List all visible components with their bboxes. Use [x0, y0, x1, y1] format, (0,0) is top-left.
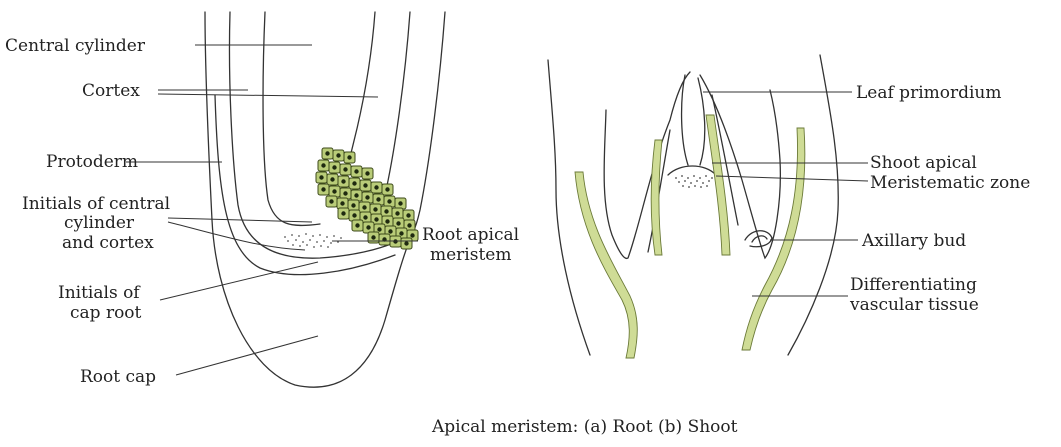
root-central-right-line — [345, 12, 375, 175]
meristem-cell-nucleus — [399, 231, 403, 235]
meristem-cell-nucleus — [377, 227, 381, 231]
meristem-cell-nucleus — [354, 169, 358, 173]
shoot-right-leaf — [700, 75, 780, 258]
label-root-apical-1: Root apical — [422, 225, 519, 245]
shoot-meristem-stipple — [675, 175, 713, 188]
meristem-cell-nucleus — [373, 207, 377, 211]
meristem-cell-nucleus — [340, 201, 344, 205]
meristem-cell-nucleus — [387, 199, 391, 203]
vascular-strand-right-inner — [706, 115, 730, 255]
root-cell-cluster — [316, 148, 418, 249]
meristem-cell-nucleus — [351, 203, 355, 207]
label-axillary-bud: Axillary bud — [861, 231, 966, 251]
meristem-cell-nucleus — [365, 195, 369, 199]
meristem-cell-nucleus — [388, 229, 392, 233]
label-root-apical-2: meristem — [430, 245, 511, 265]
shoot-leaf-primordium — [682, 75, 705, 165]
meristem-cell-nucleus — [410, 233, 414, 237]
label-initials-central-1: Initials of central — [22, 194, 170, 214]
vascular-strand-left-outer — [575, 172, 637, 358]
meristem-cell-nucleus — [398, 201, 402, 205]
label-initials-central-3: and cortex — [62, 233, 154, 253]
meristem-cell-nucleus — [354, 193, 358, 197]
root-central-left-line — [263, 12, 320, 225]
meristem-cell-nucleus — [376, 197, 380, 201]
label-cortex: Cortex — [82, 81, 140, 101]
leader-cortex-2 — [158, 94, 378, 97]
meristem-cell-nucleus — [406, 213, 410, 217]
shoot-apex-dome — [668, 166, 716, 175]
meristem-cell-nucleus — [385, 219, 389, 223]
leader-meristematic-zone — [716, 176, 868, 181]
root-cortex-right-line — [385, 12, 410, 195]
meristem-cell-nucleus — [325, 151, 329, 155]
vascular-strand-left-inner — [651, 140, 662, 255]
label-differentiating-2: vascular tissue — [849, 295, 979, 315]
meristem-cell-nucleus — [385, 187, 389, 191]
meristem-cell-nucleus — [332, 189, 336, 193]
label-central-cylinder: Central cylinder — [5, 36, 146, 56]
meristem-cell-nucleus — [374, 185, 378, 189]
meristem-cell-nucleus — [343, 191, 347, 195]
meristem-cell-nucleus — [343, 167, 347, 171]
label-leaf-primordium: Leaf primordium — [856, 83, 1002, 103]
figure-caption: Apical meristem: (a) Root (b) Shoot — [431, 417, 738, 437]
meristem-cell-nucleus — [374, 217, 378, 221]
meristem-cell-nucleus — [321, 187, 325, 191]
label-root-cap: Root cap — [80, 367, 156, 387]
label-shoot-apical: Shoot apical — [870, 153, 977, 173]
leader-initials-central-2 — [168, 222, 305, 250]
meristem-cell-nucleus — [395, 211, 399, 215]
shoot-left-leaf — [604, 72, 690, 258]
meristem-cell-nucleus — [329, 199, 333, 203]
meristem-cell-nucleus — [363, 183, 367, 187]
meristem-cell-nucleus — [332, 165, 336, 169]
root-diagram: Central cylinder Cortex Protoderm Initia… — [5, 12, 519, 387]
meristem-cell-nucleus — [407, 223, 411, 227]
meristem-cell-nucleus — [384, 209, 388, 213]
meristem-cell-nucleus — [336, 153, 340, 157]
meristem-cell-nucleus — [365, 171, 369, 175]
meristem-cell-nucleus — [347, 155, 351, 159]
meristem-cell-nucleus — [366, 225, 370, 229]
meristem-cell-nucleus — [341, 211, 345, 215]
label-differentiating-1: Differentiating — [850, 275, 977, 295]
label-meristematic-zone: Meristematic zone — [870, 173, 1030, 193]
meristem-cell-nucleus — [396, 221, 400, 225]
meristem-cell-nucleus — [330, 177, 334, 181]
meristem-cell-nucleus — [352, 181, 356, 185]
meristem-cell-nucleus — [321, 163, 325, 167]
leader-initials-cap — [160, 262, 318, 300]
meristem-cell-nucleus — [355, 223, 359, 227]
meristem-cell-nucleus — [341, 179, 345, 183]
meristem-cell-nucleus — [404, 241, 408, 245]
leader-initials-central-1 — [168, 218, 312, 222]
label-protoderm: Protoderm — [46, 152, 138, 172]
shoot-diagram: Leaf primordium Shoot apical Meristemati… — [548, 55, 1030, 358]
meristem-cell-nucleus — [362, 205, 366, 209]
label-initials-central-2: cylinder — [64, 213, 135, 233]
meristem-cell-nucleus — [371, 235, 375, 239]
label-initials-cap-2: cap root — [70, 303, 142, 323]
meristem-cell-nucleus — [363, 215, 367, 219]
meristem-cell-nucleus — [352, 213, 356, 217]
label-initials-cap-1: Initials of — [58, 283, 141, 303]
meristem-cell-nucleus — [319, 175, 323, 179]
